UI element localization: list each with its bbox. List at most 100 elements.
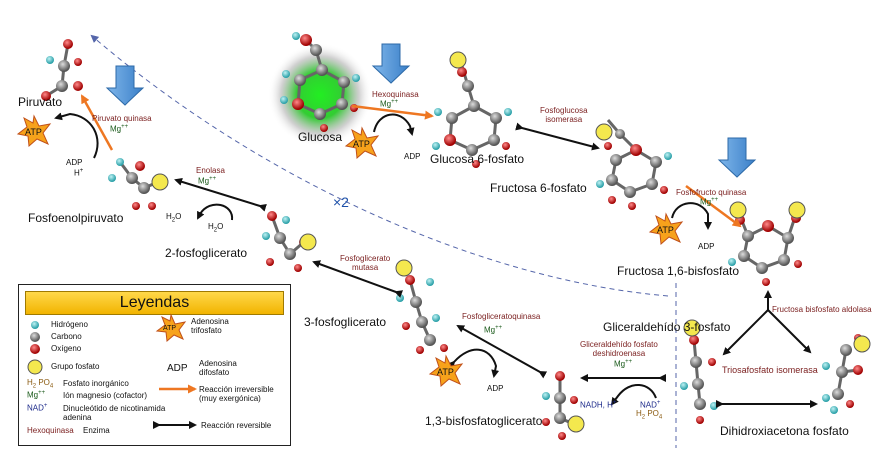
legend-irreversible: Reacción irreversible(muy exergónica) (199, 385, 274, 403)
label-glucosa: Glucosa (298, 130, 343, 144)
energy-arrow-piruvato (105, 65, 145, 106)
atp-icon (428, 354, 464, 388)
phosphate-icon (395, 259, 413, 277)
legend-hidrogeno: Hidrógeno (51, 320, 88, 329)
label-dihidroxiacetona-fosfato: Dihidroxiacetona fosfato (720, 424, 849, 438)
enzyme-fructosa-bisfosfato-aldolasa: Fructosa bisfosfato aldolasa (772, 305, 872, 314)
arrow-enolasa (174, 177, 267, 212)
label-piruvato: Piruvato (18, 95, 63, 109)
cofactor-h2po4: H2 PO4 (636, 409, 663, 421)
legend-reversible: Reacción reversible (201, 421, 272, 430)
label-13-bisfosfoglicerato: 1,3-bisfosfatoglicerato (425, 414, 543, 428)
legend-symbols (27, 313, 197, 429)
atp-label: ATP (25, 127, 42, 137)
cofactor-mg: Mg++ (700, 197, 719, 207)
arrow-fosfoglucosa-isomerasa (515, 122, 600, 151)
legend-box: Leyendas Hidrógeno Carbono Oxígeno Grupo… (18, 284, 291, 446)
arrow-piruvatoquinasa (80, 94, 114, 151)
label-gliceraldehido-3-fosfato: Gliceraldehído 3-fosfato (603, 320, 731, 334)
legend-ion-magnesio: Ión magnesio (cofactor) (63, 391, 148, 400)
energy-arrow-glucosa (371, 43, 411, 84)
legend-mg-symbol: Mg++ (27, 390, 46, 400)
energy-arrow-fructosa (717, 137, 757, 178)
curve-fosfofructoquinasa (671, 202, 712, 230)
phosphate-icon (729, 201, 747, 219)
curve-fosfogliceratoquinasa (447, 348, 500, 378)
phosphate-icon (449, 51, 467, 69)
arrow-fosfogliceratoquinasa (456, 325, 548, 379)
cofactor-adp: ADP (404, 152, 421, 161)
cofactor-adp: ADP (487, 384, 504, 393)
phosphate-icon (299, 233, 317, 251)
reaction-arrows (54, 94, 818, 408)
legend-fosfato-inorganico-symbol: H2 PO4 (27, 378, 54, 390)
legend-title: Leyendas (25, 291, 284, 315)
label-fructosa-6-fosfato: Fructosa 6-fosfato (490, 181, 587, 195)
cofactor-mg: Mg++ (110, 124, 129, 134)
cofactor-mg: Mg++ (484, 325, 503, 335)
atp-icon (648, 212, 684, 246)
glucosa-glow (268, 43, 372, 147)
enzyme-fosfofructo-quinasa: Fosfofructo quinasa (676, 188, 747, 197)
arrow-fosfoglicerato-mutasa (312, 260, 404, 298)
oxygen-icon (30, 344, 40, 354)
enzyme-triosafosfato-isomerasa: Triosafosfato isomerasa (722, 365, 818, 375)
phosphate-icon (683, 319, 701, 337)
cofactor-nad: NAD+ (640, 400, 661, 410)
curve-hexoquinasa (373, 113, 415, 136)
enzyme-enolasa: Enolasa (196, 166, 225, 175)
atp-label: ATP (657, 225, 674, 235)
phosphate-icon (788, 201, 806, 219)
arrow-aldolasa-right (767, 309, 812, 354)
label-glucosa-6-fosfato: Glucosa 6-fosfato (430, 152, 525, 166)
atp-label: ATP (437, 367, 454, 377)
phosphate-icon (151, 173, 169, 191)
legend-nad-symbol: NAD+ (27, 403, 48, 413)
cofactor-nadh: NADH, H+ (580, 400, 617, 410)
cofactor-mg: Mg++ (380, 99, 399, 109)
enzyme-piruvato-quinasa: Piruvato quinasa (92, 114, 152, 123)
enzyme-hexoquinasa: Hexoquinasa (372, 90, 419, 99)
curve-g3p-deshidrogenasa (610, 384, 657, 406)
arrow-aldolasa-left (722, 309, 769, 356)
label-3-fosfoglicerato: 3-fosfoglicerato (304, 315, 387, 329)
atp-icon (16, 114, 52, 148)
atp-icon (155, 313, 187, 342)
arrow-hexoquinasa (351, 104, 434, 120)
cofactor-h2o: H2O (166, 212, 182, 224)
atoms (41, 32, 863, 440)
cofactor-h2o: H2O (208, 222, 224, 234)
atp-icon (344, 126, 380, 160)
arrow-fosfofructoquinasa (685, 184, 742, 228)
curve-enolasa (197, 203, 234, 221)
legend-atp-symbol: ATP (163, 325, 177, 332)
dashed-return-curve (90, 34, 669, 297)
label-fosfoenolpiruvato: Fosfoenolpiruvato (28, 211, 124, 225)
phosphate-icon (853, 335, 871, 353)
dashed-guides (90, 34, 677, 448)
phosphate-groups (151, 51, 871, 433)
phosphate-icon (595, 123, 613, 141)
cofactor-adp: ADP (66, 158, 83, 167)
phosphate-icon (27, 359, 43, 375)
cofactor-mg: Mg++ (198, 176, 217, 186)
atp-label: ATP (353, 139, 370, 149)
cofactor-adp: ADP (698, 242, 715, 251)
enzyme-fosfogliceratoquinasa: Fosfogliceratoquinasa (462, 312, 541, 321)
phosphate-icon (567, 415, 585, 433)
curve-piruvatoquinasa (54, 112, 99, 159)
legend-carbono: Carbono (51, 332, 82, 341)
hydrogen-icon (31, 321, 39, 329)
legend-fosfato-inorganico: Fosfato inorgánico (63, 379, 129, 388)
legend-grupo-fosfato: Grupo fosfato (51, 362, 100, 371)
label-2-fosfoglicerato: 2-fosfoglicerato (165, 246, 248, 260)
legend-enzima-example: Hexoquinasa (27, 426, 74, 435)
legend-oxigeno: Oxígeno (51, 344, 82, 353)
